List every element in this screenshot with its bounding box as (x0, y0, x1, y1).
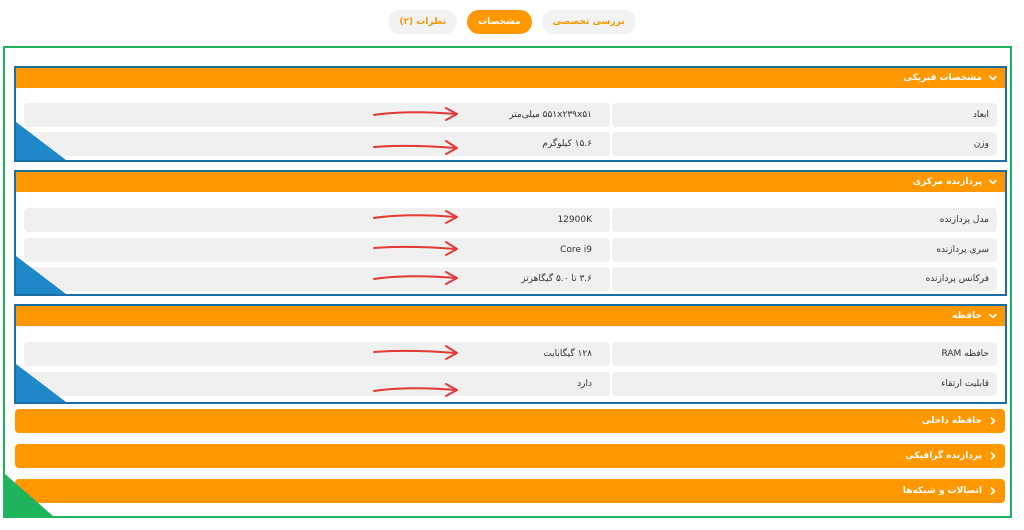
red-arrow-icon (373, 383, 458, 397)
red-arrow-icon (373, 140, 458, 155)
spec-label: قابلیت ارتقاء (612, 372, 997, 396)
section-title: مشخصات فیزیکی (903, 73, 982, 83)
spec-value: Core i9 (24, 238, 610, 262)
section-title: اتصالات و شبکه‌ها (902, 486, 982, 496)
spec-value: ۳.۶ تا ۵.۰ گیگاهرتز (24, 267, 610, 291)
corner-decoration (16, 122, 66, 160)
spec-label: حافظه RAM (612, 342, 997, 366)
section-memory: حافظه حافظه RAM ۱۲۸ گیگابایت قابلیت ارتق… (14, 304, 1007, 404)
chevron-right-icon (987, 485, 999, 497)
spec-tabs: بررسی تخصصی مشخصات نظرات (۲) (0, 10, 1024, 34)
section-header-cpu[interactable]: پردازنده مرکزی (16, 172, 1005, 192)
tab-comments[interactable]: نظرات (۲) (388, 10, 458, 34)
red-arrow-icon (373, 345, 458, 360)
section-physical-specs: مشخصات فیزیکی ابعاد ۵۵۱x۲۳۹x۵۱ میلی‌متر … (14, 66, 1007, 162)
specifications-panel: مشخصات فیزیکی ابعاد ۵۵۱x۲۳۹x۵۱ میلی‌متر … (3, 46, 1012, 518)
section-header-physical[interactable]: مشخصات فیزیکی (16, 68, 1005, 88)
chevron-down-icon (987, 72, 999, 84)
corner-decoration (5, 474, 53, 516)
red-arrow-icon (373, 271, 458, 285)
spec-value: ۱۵.۶ کیلوگرم (24, 132, 610, 156)
spec-row: حافظه RAM ۱۲۸ گیگابایت (24, 342, 997, 366)
section-title: پردازنده مرکزی (912, 177, 982, 187)
chevron-down-icon (987, 310, 999, 322)
spec-label: سری پردازنده (612, 238, 997, 262)
spec-label: فرکانس پردازنده (612, 267, 997, 291)
tab-expert-review[interactable]: بررسی تخصصی (541, 10, 636, 34)
spec-label: وزن (612, 132, 997, 156)
spec-row: فرکانس پردازنده ۳.۶ تا ۵.۰ گیگاهرتز (24, 267, 997, 291)
section-title: حافظه (952, 311, 982, 321)
chevron-right-icon (987, 450, 999, 462)
section-connectivity[interactable]: اتصالات و شبکه‌ها (15, 479, 1005, 503)
section-title: حافظه داخلی (921, 416, 982, 426)
section-storage[interactable]: حافظه داخلی (15, 409, 1005, 433)
tab-specifications[interactable]: مشخصات (467, 10, 532, 34)
corner-decoration (16, 364, 66, 402)
spec-row: وزن ۱۵.۶ کیلوگرم (24, 132, 997, 156)
spec-row: سری پردازنده Core i9 (24, 238, 997, 262)
section-header-memory[interactable]: حافظه (16, 306, 1005, 326)
section-gpu[interactable]: پردازنده گرافیکی (15, 444, 1005, 468)
section-title: پردازنده گرافیکی (905, 451, 982, 461)
red-arrow-icon (373, 210, 458, 224)
red-arrow-icon (373, 107, 458, 121)
section-cpu: پردازنده مرکزی مدل پردازنده 12900K سری پ… (14, 170, 1007, 296)
spec-row: قابلیت ارتقاء دارد (24, 372, 997, 396)
red-arrow-icon (373, 241, 458, 256)
chevron-right-icon (987, 415, 999, 427)
spec-label: ابعاد (612, 103, 997, 127)
spec-value: 12900K (24, 208, 610, 232)
spec-row: مدل پردازنده 12900K (24, 208, 997, 232)
spec-value: ۱۲۸ گیگابایت (24, 342, 610, 366)
spec-label: مدل پردازنده (612, 208, 997, 232)
spec-value: ۵۵۱x۲۳۹x۵۱ میلی‌متر (24, 103, 610, 127)
chevron-down-icon (987, 176, 999, 188)
corner-decoration (16, 256, 66, 294)
spec-row: ابعاد ۵۵۱x۲۳۹x۵۱ میلی‌متر (24, 103, 997, 127)
spec-value: دارد (24, 372, 610, 396)
